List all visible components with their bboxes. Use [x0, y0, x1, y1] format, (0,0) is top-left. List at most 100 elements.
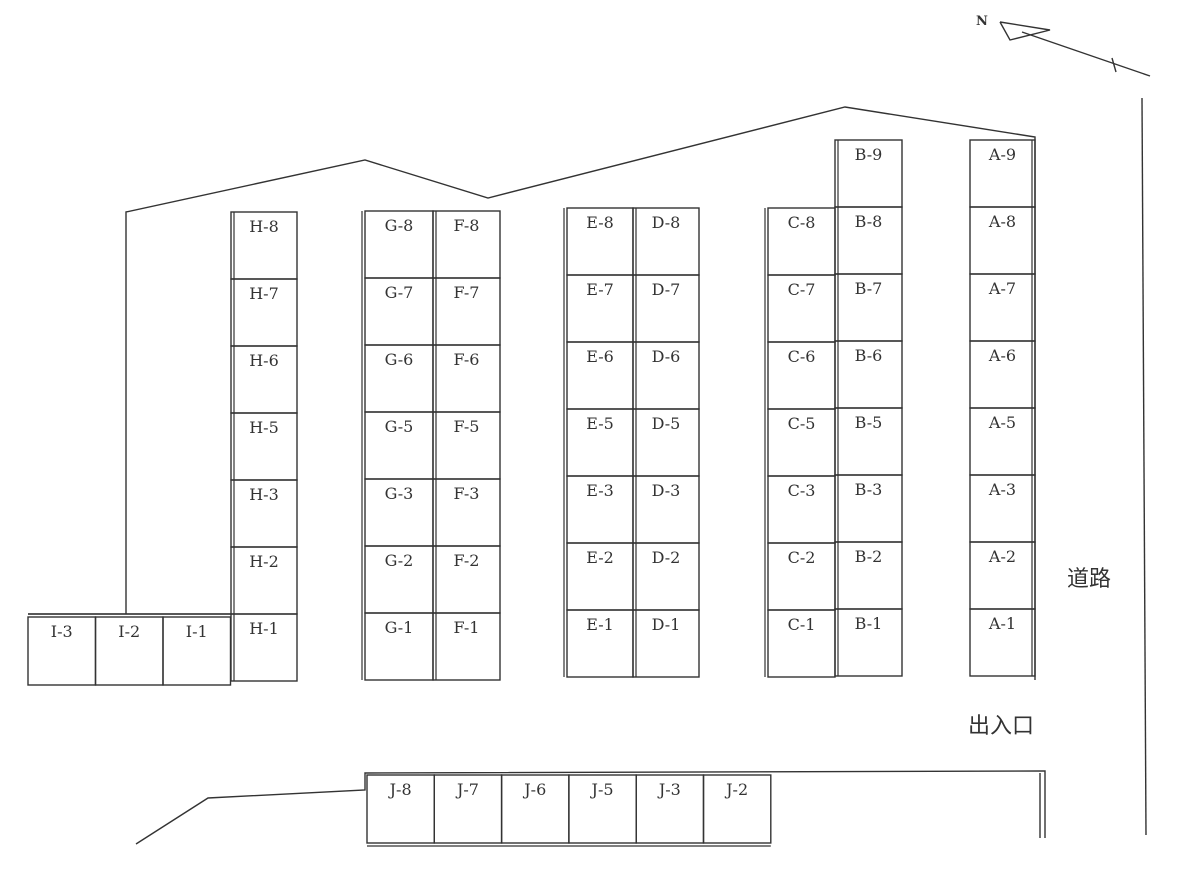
parking-slot-j-5: J-5 — [568, 774, 637, 844]
parking-slot-a-9: A-9 — [969, 139, 1036, 208]
parking-slot-e-6: E-6 — [566, 341, 634, 410]
parking-slot-label: B-8 — [855, 212, 883, 231]
parking-slot-j-2: J-2 — [702, 774, 772, 844]
parking-slot-label: E-7 — [586, 280, 614, 299]
parking-slot-label: F-2 — [454, 551, 480, 570]
parking-slot-label: J-8 — [388, 780, 412, 799]
parking-slot-label: D-5 — [652, 414, 681, 433]
parking-slot-label: A-8 — [988, 212, 1016, 231]
parking-slot-h-2: H-2 — [230, 546, 298, 615]
parking-slot-label: I-1 — [186, 622, 208, 641]
bottom-boundary — [135, 770, 1046, 845]
parking-slot-e-2: E-2 — [566, 542, 634, 611]
parking-slot-label: F-3 — [454, 484, 480, 503]
parking-slot-e-7: E-7 — [566, 274, 634, 343]
parking-slot-label: B-5 — [855, 413, 883, 432]
parking-slot-i-2: I-2 — [94, 616, 164, 686]
parking-slot-b-9: B-9 — [834, 139, 903, 208]
parking-slot-b-7: B-7 — [834, 273, 903, 342]
parking-slot-j-7: J-7 — [433, 774, 503, 844]
parking-slot-b-6: B-6 — [834, 340, 903, 409]
parking-slot-label: D-6 — [652, 347, 681, 366]
parking-slot-label: F-8 — [454, 216, 480, 235]
parking-slot-box — [364, 612, 434, 681]
parking-slot-label: C-5 — [788, 414, 816, 433]
parking-slot-box — [162, 616, 232, 686]
parking-slot-e-1: E-1 — [566, 609, 634, 678]
parking-slot-b-3: B-3 — [834, 474, 903, 543]
parking-slot-label: B-9 — [855, 145, 883, 164]
parking-slot-label: J-2 — [724, 780, 748, 799]
parking-slot-label: D-2 — [652, 548, 681, 567]
parking-slot-label: G-5 — [385, 417, 414, 436]
parking-slot-d-8: D-8 — [632, 207, 700, 276]
parking-slot-g-3: G-3 — [364, 478, 434, 547]
parking-slot-h-1: H-1 — [230, 613, 298, 682]
parking-slot-label: B-3 — [855, 480, 883, 499]
lot-boundary — [125, 106, 1036, 680]
parking-slot-f-8: F-8 — [432, 210, 501, 279]
parking-slot-label: D-8 — [652, 213, 681, 232]
parking-slot-i-3: I-3 — [27, 616, 97, 686]
parking-slot-c-5: C-5 — [767, 408, 836, 477]
parking-slot-label: B-6 — [855, 346, 883, 365]
parking-slot-label: E-6 — [586, 347, 614, 366]
parking-slot-box — [566, 609, 634, 678]
parking-slot-label: J-7 — [455, 780, 479, 799]
north-label: N — [976, 14, 988, 29]
parking-slot-label: A-3 — [988, 480, 1016, 499]
parking-slot-label: A-7 — [988, 279, 1016, 298]
parking-slot-d-5: D-5 — [632, 408, 700, 477]
parking-slot-box — [969, 608, 1036, 677]
parking-slot-e-5: E-5 — [566, 408, 634, 477]
parking-slot-d-1: D-1 — [632, 609, 700, 678]
parking-slot-label: G-2 — [385, 551, 414, 570]
parking-slot-f-1: F-1 — [432, 612, 501, 681]
parking-slot-label: C-2 — [788, 548, 816, 567]
parking-slot-label: A-5 — [988, 413, 1016, 432]
parking-slot-a-6: A-6 — [969, 340, 1036, 409]
parking-slot-label: H-8 — [249, 217, 279, 236]
parking-slot-f-5: F-5 — [432, 411, 501, 480]
parking-slot-label: G-3 — [385, 484, 414, 503]
parking-slot-label: G-1 — [385, 618, 414, 637]
parking-slot-d-7: D-7 — [632, 274, 700, 343]
parking-slot-f-6: F-6 — [432, 344, 501, 413]
parking-slot-label: D-1 — [652, 615, 681, 634]
parking-slot-label: C-1 — [788, 615, 816, 634]
road-edge-line — [1141, 97, 1147, 836]
parking-slot-label: F-5 — [454, 417, 480, 436]
parking-slot-label: I-3 — [51, 622, 73, 641]
parking-slot-j-6: J-6 — [500, 774, 570, 844]
parking-slot-c-8: C-8 — [767, 207, 836, 276]
parking-slot-g-8: G-8 — [364, 210, 434, 279]
parking-slot-label: C-8 — [788, 213, 816, 232]
parking-slot-c-3: C-3 — [767, 475, 836, 544]
parking-slot-label: H-1 — [249, 619, 279, 638]
parking-slot-label: C-7 — [788, 280, 816, 299]
parking-slot-d-2: D-2 — [632, 542, 700, 611]
parking-slot-label: J-6 — [522, 780, 546, 799]
parking-slot-a-1: A-1 — [969, 608, 1036, 677]
parking-slot-label: H-7 — [249, 284, 279, 303]
parking-slot-h-6: H-6 — [230, 345, 298, 414]
entrance-label: 出入口 — [968, 714, 1034, 739]
parking-slot-label: A-9 — [988, 145, 1016, 164]
parking-slot-a-5: A-5 — [969, 407, 1036, 476]
parking-slot-f-3: F-3 — [432, 478, 501, 547]
parking-slot-label: A-1 — [988, 614, 1016, 633]
parking-slot-g-7: G-7 — [364, 277, 434, 346]
parking-slot-label: H-2 — [249, 552, 279, 571]
parking-slot-label: C-3 — [788, 481, 816, 500]
parking-slot-a-3: A-3 — [969, 474, 1036, 543]
parking-slot-box — [767, 609, 836, 678]
parking-slot-b-1: B-1 — [834, 608, 903, 677]
parking-slot-label: E-3 — [586, 481, 614, 500]
parking-slot-label: I-2 — [118, 622, 140, 641]
parking-slot-label: F-1 — [454, 618, 480, 637]
north-arrow-line — [1021, 31, 1151, 77]
parking-slot-f-7: F-7 — [432, 277, 501, 346]
parking-slot-label: G-8 — [385, 216, 414, 235]
parking-slot-h-7: H-7 — [230, 278, 298, 347]
parking-slot-i-1: I-1 — [162, 616, 232, 686]
